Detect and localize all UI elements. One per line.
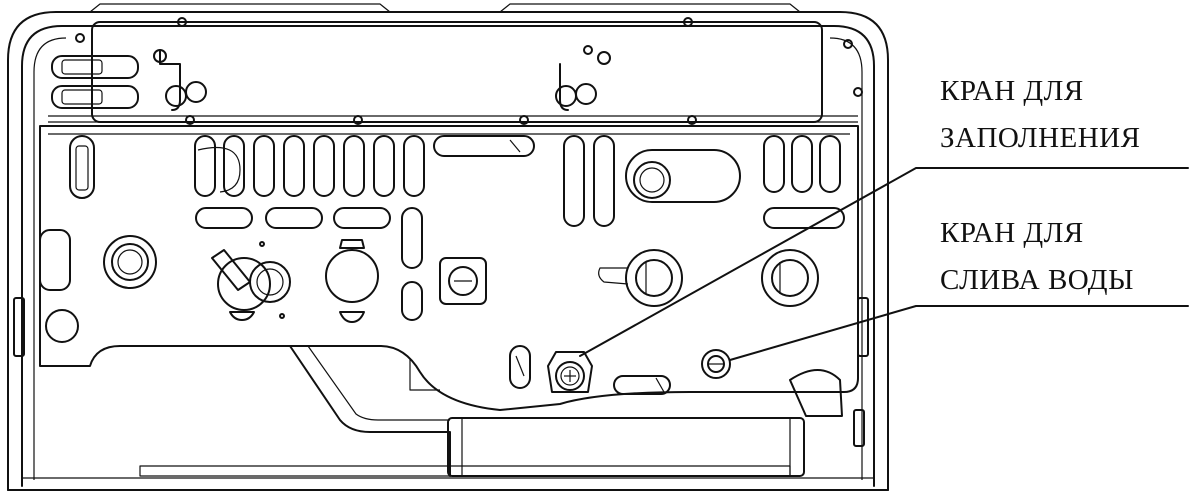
pipe-connection-3 [325,239,379,323]
bottom-slot [613,375,671,395]
fill-valve-callout: КРАН ДЛЯ ЗАПОЛНЕНИЯ [940,68,1140,162]
fill-valve-leader-line [579,167,1189,357]
drain-valve-leader-line [729,305,1189,361]
fill-valve-label-line1: КРАН ДЛЯ [940,75,1084,107]
pipe-connection-1 [103,235,157,289]
vent-slots [13,135,869,447]
upper-bracket [48,17,863,125]
drain-valve-callout: КРАН ДЛЯ СЛИВА ВОДЫ [940,210,1134,304]
gas-connection [211,241,291,321]
drain-valve-label-line2: СЛИВА ВОДЫ [940,264,1134,296]
pipe-connection-5 [598,249,683,307]
mounting-plate [39,125,859,411]
boiler-casing [7,3,889,491]
drain-valve [701,349,731,379]
top-right-oval-port [625,149,741,203]
drain-valve-label-line1: КРАН ДЛЯ [940,217,1084,249]
square-fitting [439,257,487,305]
lower-tray [139,345,843,477]
fill-valve [509,345,593,393]
pipe-connection-6 [761,249,819,307]
fill-valve-label-line2: ЗАПОЛНЕНИЯ [940,122,1141,154]
leader-lines [579,167,1189,361]
